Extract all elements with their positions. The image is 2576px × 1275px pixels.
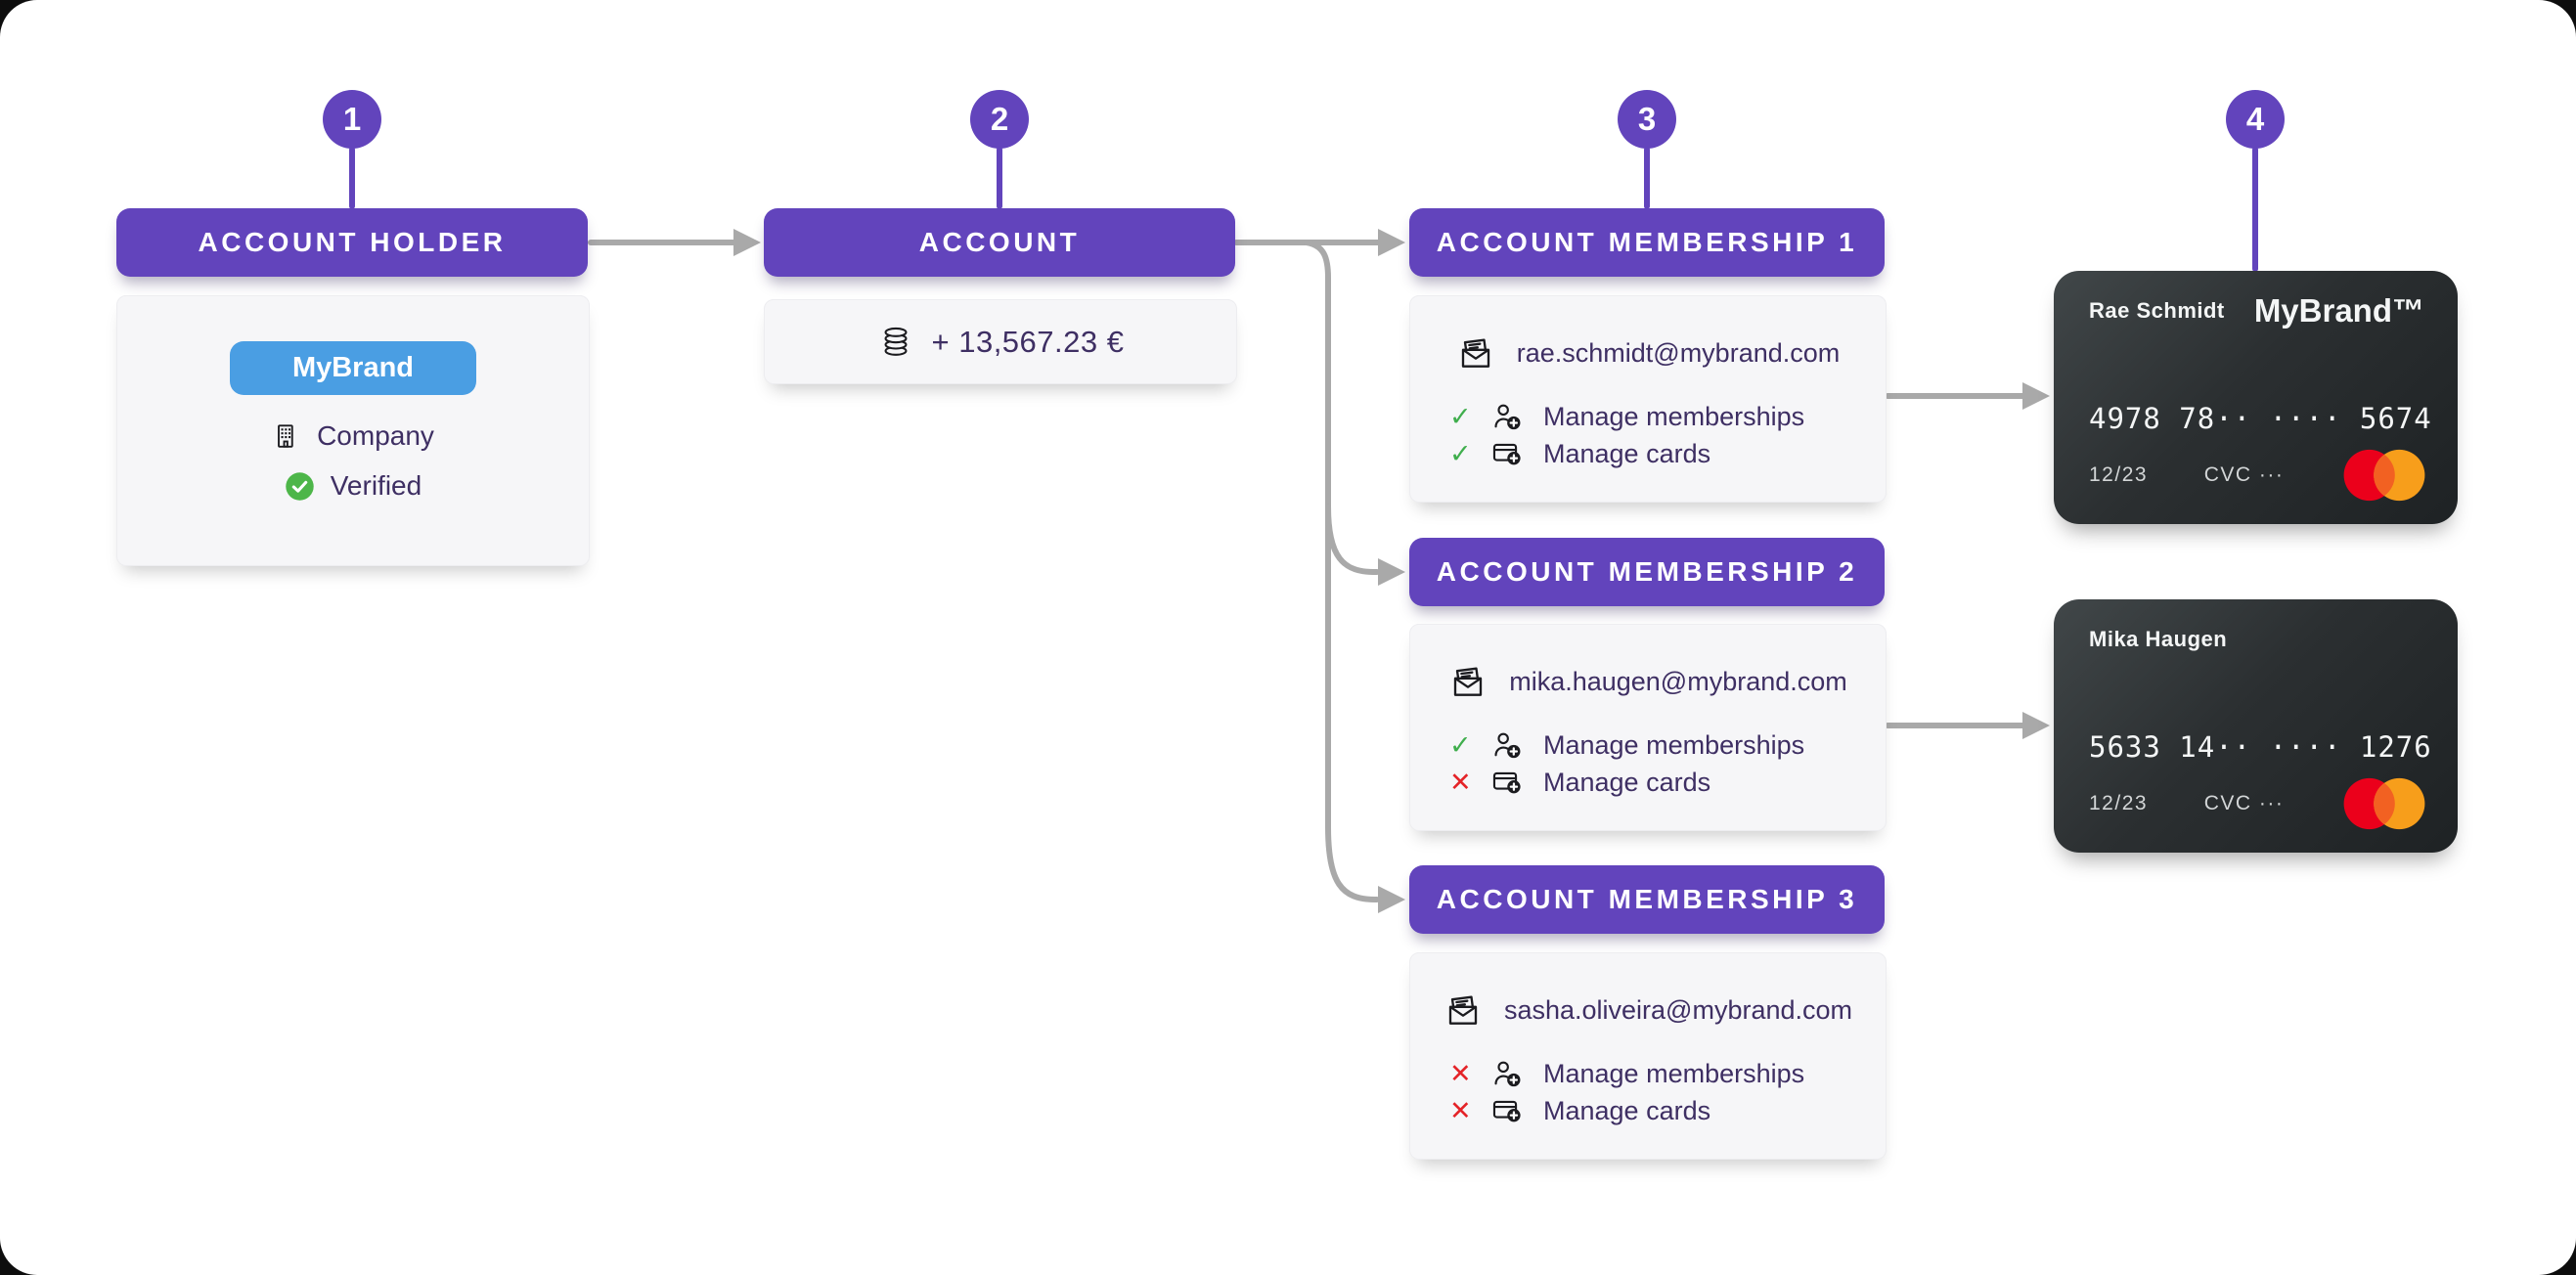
card-add-icon <box>1490 766 1530 799</box>
permission-mark: ✕ <box>1449 1095 1472 1125</box>
membership-3-header: ACCOUNT MEMBERSHIP 3 <box>1409 865 1885 934</box>
account-header: ACCOUNT <box>764 208 1235 277</box>
card-holder-name: Mika Haugen <box>2089 627 2228 651</box>
person-add-icon <box>1490 728 1530 762</box>
card-cvc: CVC ··· <box>2203 792 2285 814</box>
step-badge-3: 3 <box>1618 90 1676 149</box>
step-connector-4 <box>2252 147 2258 272</box>
payment-card-2: Mika Haugen 5633 14·· ···· 1276 12/23 CV… <box>2054 599 2458 853</box>
envelope-icon <box>1448 662 1488 701</box>
card-cvc: CVC ··· <box>2203 463 2285 486</box>
permission-mark: ✓ <box>1449 401 1472 431</box>
membership-1-title: ACCOUNT MEMBERSHIP 1 <box>1436 227 1858 257</box>
membership-3-card: sasha.oliveira@mybrand.com ✕ Manage memb… <box>1409 952 1887 1160</box>
card-brand: MyBrand™ <box>2253 292 2424 329</box>
membership-1-email-row: rae.schmidt@mybrand.com <box>1410 333 1886 373</box>
building-icon <box>272 421 301 451</box>
payment-card-1-top: Rae Schmidt MyBrand™ <box>2089 292 2424 329</box>
company-label: Company <box>317 420 434 451</box>
card-expiry: 12/23 <box>2089 792 2149 814</box>
membership-email: mika.haugen@mybrand.com <box>1509 666 1847 696</box>
verified-row: Verified <box>117 469 589 503</box>
permission-mark: ✓ <box>1449 729 1472 760</box>
membership-3-permissions: ✕ Manage memberships ✕ <box>1449 1057 1804 1127</box>
membership-1-card: rae.schmidt@mybrand.com ✓ Manage members… <box>1409 295 1887 503</box>
account-holder-title: ACCOUNT HOLDER <box>198 227 507 257</box>
payment-card-2-bottom: 12/23 CVC ··· <box>2089 776 2428 831</box>
brand-chip: MyBrand <box>230 341 476 395</box>
person-add-icon <box>1490 400 1530 433</box>
permission-mark: ✓ <box>1449 438 1472 468</box>
payment-card-2-top: Mika Haugen <box>2089 627 2424 652</box>
permission-row: ✕ Manage cards <box>1449 766 1804 799</box>
permission-row: ✓ Manage memberships <box>1449 728 1804 762</box>
payment-card-1-bottom: 12/23 CVC ··· <box>2089 448 2428 503</box>
permission-label: Manage memberships <box>1543 729 1805 760</box>
account-holder-card: MyBrand Company <box>116 295 590 566</box>
permission-row: ✓ Manage memberships <box>1449 400 1804 433</box>
permission-row: ✕ Manage cards <box>1449 1094 1804 1127</box>
step-connector-2 <box>997 147 1002 209</box>
membership-1-header: ACCOUNT MEMBERSHIP 1 <box>1409 208 1885 277</box>
envelope-icon <box>1456 333 1495 373</box>
account-balance-card: + 13,567.23 € <box>764 299 1237 384</box>
permission-label: Manage cards <box>1543 767 1711 797</box>
permission-label: Manage memberships <box>1543 1058 1805 1088</box>
membership-2-header: ACCOUNT MEMBERSHIP 2 <box>1409 538 1885 606</box>
verified-check-icon <box>285 471 315 502</box>
membership-3-email-row: sasha.oliveira@mybrand.com <box>1410 990 1886 1030</box>
permission-label: Manage cards <box>1543 1095 1711 1125</box>
envelope-icon <box>1443 990 1483 1030</box>
step-badge-2: 2 <box>970 90 1029 149</box>
membership-2-email-row: mika.haugen@mybrand.com <box>1410 662 1886 701</box>
permission-mark: ✕ <box>1449 1058 1472 1088</box>
mastercard-logo <box>2340 448 2428 503</box>
permission-label: Manage cards <box>1543 438 1711 468</box>
card-holder-name: Rae Schmidt <box>2089 298 2225 323</box>
card-add-icon <box>1490 437 1530 470</box>
step-badge-1: 1 <box>323 90 381 149</box>
permission-label: Manage memberships <box>1543 401 1805 431</box>
step-connector-3 <box>1644 147 1650 209</box>
mastercard-logo <box>2340 776 2428 831</box>
step-badge-4: 4 <box>2226 90 2285 149</box>
permission-mark: ✕ <box>1449 767 1472 797</box>
membership-1-permissions: ✓ Manage memberships ✓ <box>1449 400 1804 470</box>
card-number: 5633 14·· ···· 1276 <box>2089 730 2432 764</box>
coins-icon <box>877 324 914 361</box>
payment-card-1: Rae Schmidt MyBrand™ 4978 78·· ···· 5674… <box>2054 271 2458 524</box>
membership-2-card: mika.haugen@mybrand.com ✓ Manage members… <box>1409 624 1887 831</box>
step-connector-1 <box>349 147 355 209</box>
card-add-icon <box>1490 1094 1530 1127</box>
account-balance-row: + 13,567.23 € <box>765 300 1236 383</box>
account-balance: + 13,567.23 € <box>931 324 1125 359</box>
person-add-icon <box>1490 1057 1530 1090</box>
membership-2-title: ACCOUNT MEMBERSHIP 2 <box>1436 556 1858 587</box>
company-row: Company <box>117 419 589 453</box>
account-title: ACCOUNT <box>918 227 1081 257</box>
account-holder-header: ACCOUNT HOLDER <box>116 208 588 277</box>
membership-email: sasha.oliveira@mybrand.com <box>1503 994 1853 1025</box>
verified-label: Verified <box>330 470 422 501</box>
brand-chip-label: MyBrand <box>291 352 415 383</box>
permission-row: ✓ Manage cards <box>1449 437 1804 470</box>
card-expiry: 12/23 <box>2089 463 2149 486</box>
membership-2-permissions: ✓ Manage memberships ✕ <box>1449 728 1804 799</box>
membership-email: rae.schmidt@mybrand.com <box>1516 337 1841 368</box>
membership-3-title: ACCOUNT MEMBERSHIP 3 <box>1436 884 1858 914</box>
permission-row: ✕ Manage memberships <box>1449 1057 1804 1090</box>
card-number: 4978 78·· ···· 5674 <box>2089 402 2432 435</box>
